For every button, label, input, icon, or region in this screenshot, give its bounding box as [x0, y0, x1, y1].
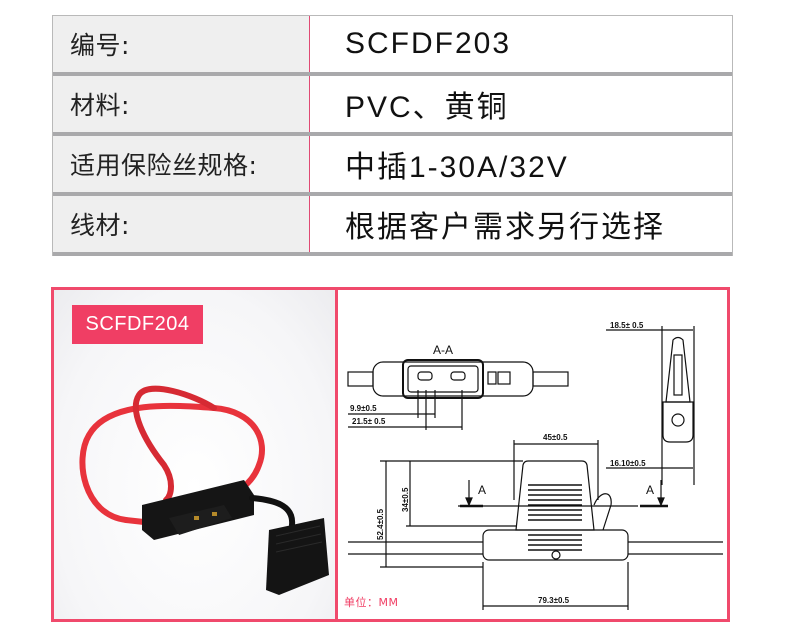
dim-top-width: 45±0.5: [543, 433, 568, 442]
spec-row-material: 材料: PVC、黄铜: [53, 76, 732, 136]
spec-label: 线材:: [53, 196, 310, 252]
spec-label: 编号:: [53, 16, 310, 72]
spec-value: SCFDF203: [310, 16, 732, 72]
spec-table: 编号: SCFDF203 材料: PVC、黄铜 适用保险丝规格: 中插1-30A…: [52, 15, 733, 256]
spec-value: 根据客户需求另行选择: [310, 196, 732, 252]
section-marker-right: A: [646, 483, 654, 497]
dim-side-width: 18.5± 0.5: [610, 321, 644, 330]
unit-label: 单位：MM: [344, 596, 399, 609]
spec-value: PVC、黄铜: [310, 76, 732, 132]
spec-row-code: 编号: SCFDF203: [53, 16, 732, 76]
dim-pin-span: 21.5± 0.5: [352, 417, 386, 426]
spec-value: 中插1-30A/32V: [310, 136, 732, 192]
dimension-drawing-icon: A-A 9.9±0.5 21.5± 0.5 18.5± 0.5: [347, 321, 723, 610]
dim-cover-height: 34±0.5: [401, 487, 410, 512]
fuse-holder-photo-icon: [79, 385, 329, 595]
model-badge: SCFDF204: [72, 305, 203, 344]
spec-row-fuse-spec: 适用保险丝规格: 中插1-30A/32V: [53, 136, 732, 196]
dim-pin-pitch: 9.9±0.5: [350, 404, 377, 413]
section-label: A-A: [433, 343, 453, 357]
dim-overall-height: 52.4±0.5: [376, 508, 385, 540]
dim-side-base: 16.10±0.5: [610, 459, 646, 468]
technical-drawing: A-A 9.9±0.5 21.5± 0.5 18.5± 0.5: [338, 290, 727, 619]
spec-label: 材料:: [53, 76, 310, 132]
spec-label: 适用保险丝规格:: [53, 136, 310, 192]
dim-overall-length: 79.3±0.5: [538, 596, 570, 605]
spec-row-wire: 线材: 根据客户需求另行选择: [53, 196, 732, 256]
product-panel: SCFDF204 A-A 9.9±0.5 21.5± 0.5: [51, 287, 730, 622]
product-photo: SCFDF204: [54, 290, 338, 619]
section-marker-left: A: [478, 483, 486, 497]
